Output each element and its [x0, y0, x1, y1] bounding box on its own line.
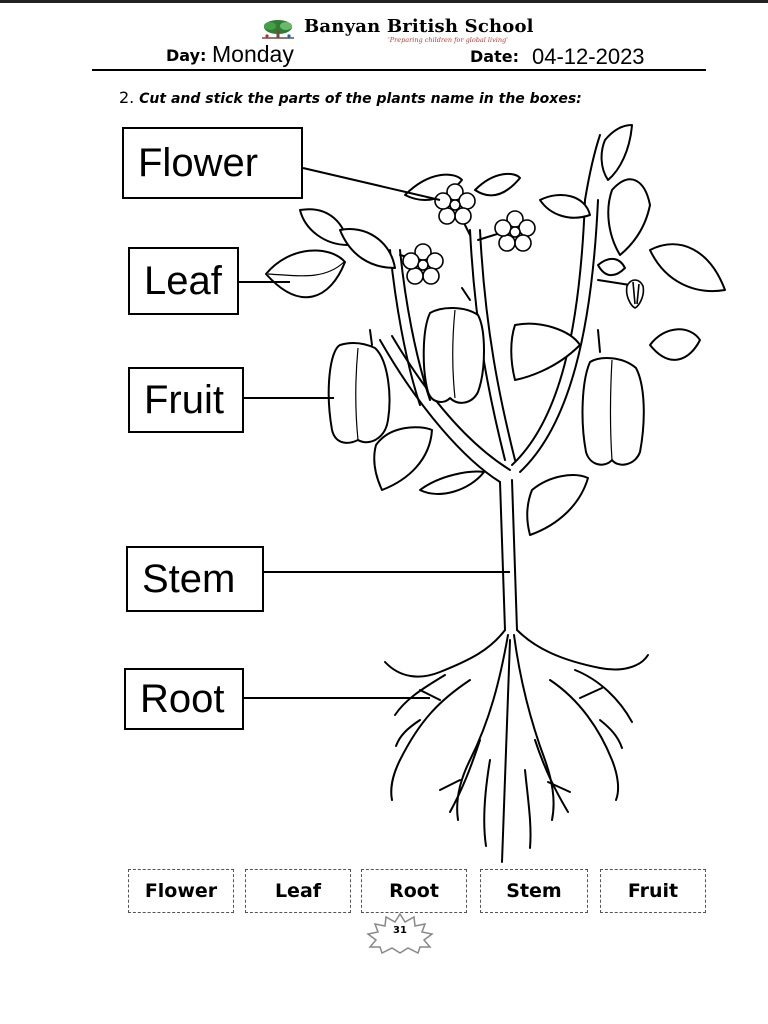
cutout-flower[interactable]: Flower — [128, 869, 234, 913]
top-border — [0, 0, 768, 3]
day-label: Day: — [166, 46, 207, 65]
banyan-tree-logo — [262, 20, 294, 39]
school-tagline: 'Preparing children for global living' — [388, 36, 508, 44]
school-name: Banyan British School — [304, 16, 534, 37]
label-box-stem: Stem — [126, 546, 264, 612]
day-value: Monday — [212, 41, 294, 67]
label-box-leaf: Leaf — [128, 247, 239, 315]
instruction: 2. Cut and stick the parts of the plants… — [119, 88, 582, 107]
date-value: 04-12-2023 — [532, 44, 645, 69]
label-box-flower: Flower — [122, 127, 303, 199]
instruction-number: 2. — [119, 88, 135, 107]
date-label: Date: — [470, 47, 519, 66]
cutout-root[interactable]: Root — [361, 869, 467, 913]
header-divider — [92, 69, 706, 71]
cutout-stem[interactable]: Stem — [480, 869, 588, 913]
label-box-root: Root — [124, 668, 244, 730]
cutout-fruit[interactable]: Fruit — [600, 869, 706, 913]
cutout-leaf[interactable]: Leaf — [245, 869, 351, 913]
page-number: 31 — [393, 925, 407, 936]
page-number-badge-icon — [366, 912, 434, 954]
label-box-fruit: Fruit — [128, 367, 244, 433]
instruction-text: Cut and stick the parts of the plants na… — [139, 91, 582, 107]
